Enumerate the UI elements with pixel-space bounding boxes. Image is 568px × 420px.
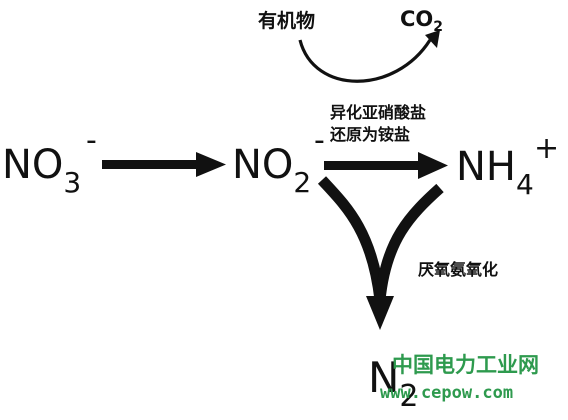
co2-subscript: 2 (433, 19, 443, 35)
co2-base: CO (400, 7, 433, 31)
nitrite-to-ammonium-arrow-shaft (324, 161, 420, 170)
nitrate-to-nitrite-arrowhead (196, 152, 226, 177)
ammonium-subscript: 4 (516, 168, 534, 201)
dinitrogen-formula: N2 (368, 353, 419, 414)
nitrite-base: NO (232, 142, 293, 188)
nitrite-formula: NO2 (232, 142, 311, 199)
organic-to-co2-arrowhead (425, 30, 440, 48)
nitrite-charge: - (314, 123, 325, 158)
nitrate-to-nitrite-arrow-shaft (102, 160, 198, 169)
organic-matter-label: 有机物 (258, 9, 315, 32)
organic-to-co2-arrow (298, 39, 432, 83)
watermark-site-name: 中国电力工业网 (392, 353, 539, 377)
dnra-label-line2: 还原为铵盐 (329, 125, 410, 144)
ammonium-charge: + (534, 131, 559, 166)
watermark-url: www.cepow.com (380, 383, 513, 403)
dinitrogen-base: N (368, 353, 399, 402)
nitrate-base: NO (2, 142, 63, 188)
anammox-arrowhead (366, 296, 394, 330)
co2-formula: CO2 (400, 7, 443, 35)
dnra-label-line1: 异化亚硝酸盐 (330, 103, 426, 122)
anammox-left-branch (317, 176, 386, 301)
nitrite-subscript: 2 (293, 166, 311, 199)
anammox-label: 厌氧氨氧化 (418, 260, 498, 279)
anammox-right-branch (374, 183, 444, 301)
ammonium-formula: NH4 (456, 144, 534, 201)
nitrate-charge: - (86, 123, 97, 158)
dinitrogen-subscript: 2 (399, 379, 418, 414)
ammonium-base: NH (456, 144, 516, 190)
nitrate-formula: NO3 (2, 142, 81, 199)
nitrate-subscript: 3 (63, 166, 81, 199)
nitrite-to-ammonium-arrowhead (418, 152, 448, 179)
